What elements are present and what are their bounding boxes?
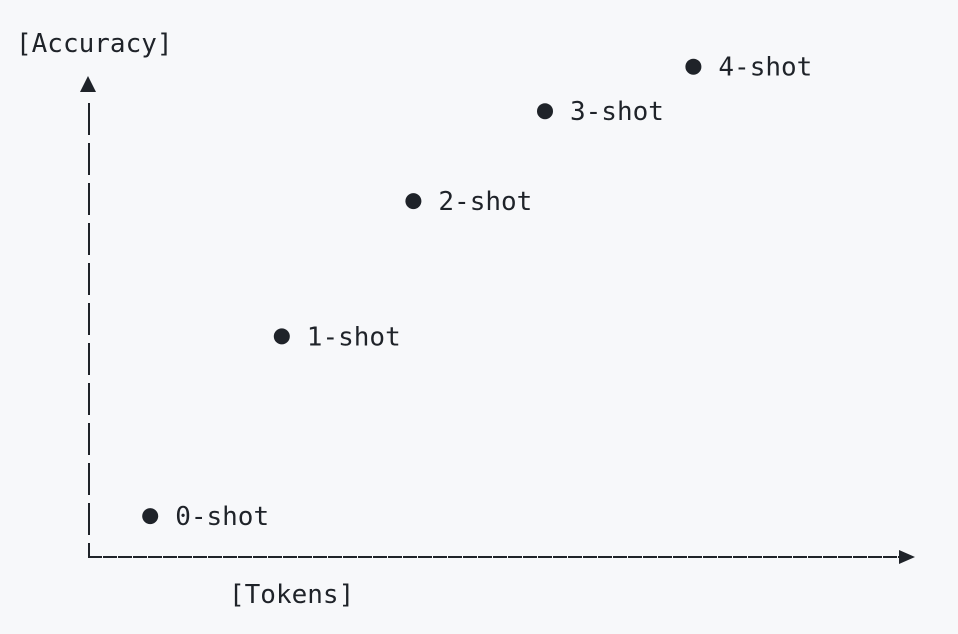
data-points-layer: 0-shot 1-shot 2-shot 3-shot 4-shot	[142, 53, 812, 532]
y-axis-label: [Accuracy]	[16, 29, 173, 59]
data-point-label-2: 2-shot	[438, 187, 532, 217]
y-axis-arrow	[80, 76, 96, 92]
data-point-2	[405, 193, 422, 210]
data-point-3	[537, 103, 553, 120]
data-point-0	[142, 508, 159, 525]
data-point-1	[273, 328, 290, 345]
data-point-4	[685, 58, 702, 75]
x-axis-label: [Tokens]	[229, 580, 354, 610]
data-point-label-4: 4-shot	[718, 53, 812, 83]
x-axis-arrow	[899, 550, 915, 564]
data-point-label-3: 3-shot	[570, 97, 664, 127]
data-point-label-0: 0-shot	[175, 502, 269, 532]
data-point-label-1: 1-shot	[307, 322, 401, 352]
